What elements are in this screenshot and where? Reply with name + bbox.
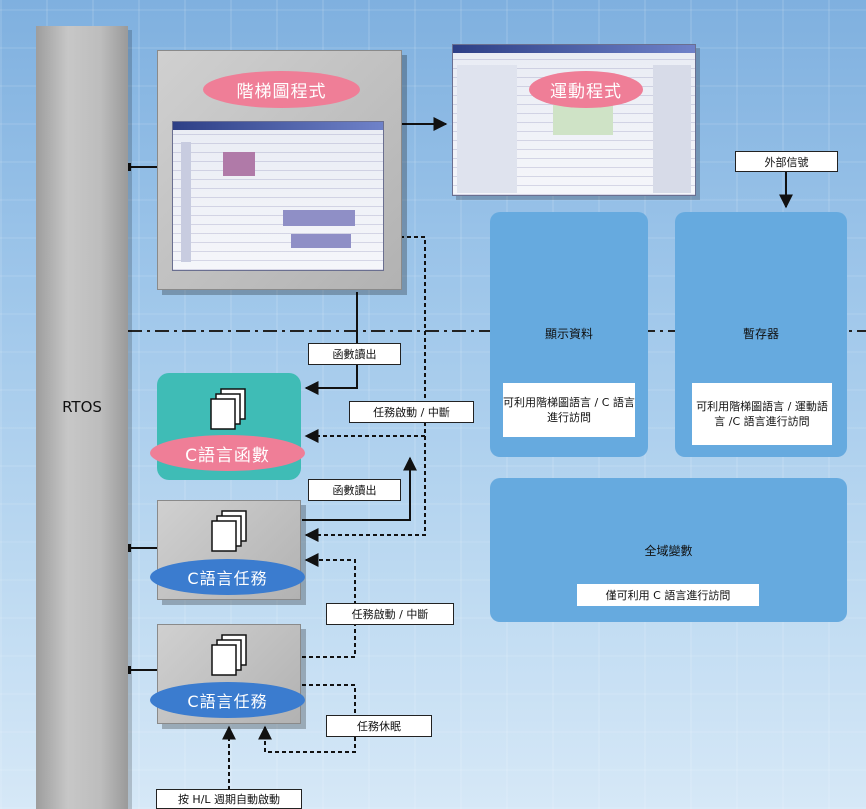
- motion-screen-thumbnail: [452, 44, 696, 196]
- register-title: 暫存器: [742, 327, 779, 341]
- display-data-title: 顯示資料: [544, 327, 593, 341]
- ladder-program-title: 階梯圖程式: [203, 71, 360, 108]
- func-call-label-2: 函數讀出: [308, 479, 401, 501]
- arrow-task-sleep: [258, 684, 356, 753]
- external-signal-label: 外部信號: [735, 151, 838, 172]
- rtos-bar: [36, 26, 128, 809]
- global-variables-note: 僅可利用 C 語言進行訪問: [577, 584, 759, 606]
- task-sleep-label: 任務休眠: [326, 715, 432, 737]
- register-panel: 暫存器 可利用階梯圖語言 / 運動語言 /C 語言進行訪問: [675, 212, 847, 457]
- c-task-1-title: C語言任務: [150, 559, 305, 595]
- task-start-label-2: 任務啟動 / 中斷: [326, 603, 454, 625]
- documents-icon: [208, 633, 252, 679]
- rtos-label: RTOS: [62, 398, 102, 416]
- c-function-title: C語言函數: [150, 435, 305, 471]
- arrow-func-call-1: [304, 292, 358, 395]
- register-note: 可利用階梯圖語言 / 運動語言 /C 語言進行訪問: [692, 383, 832, 445]
- global-variables-panel: 全域變數 僅可利用 C 語言進行訪問: [490, 478, 847, 622]
- auto-start-label: 按 H/L 週期自動啟動: [156, 789, 302, 809]
- task-start-label-1: 任務啟動 / 中斷: [349, 401, 474, 423]
- motion-program-title: 運動程式: [529, 71, 643, 108]
- global-variables-title: 全域變數: [644, 544, 693, 558]
- func-call-label-1: 函數讀出: [308, 343, 401, 365]
- documents-icon: [208, 509, 252, 555]
- arrow-func-call-2: [302, 456, 417, 521]
- ladder-screen-thumbnail: [172, 121, 384, 271]
- c-task-2-title: C語言任務: [150, 682, 305, 718]
- display-data-note: 可利用階梯圖語言 / C 語言進行訪問: [503, 383, 635, 437]
- display-data-panel: 顯示資料 可利用階梯圖語言 / C 語言進行訪問: [490, 212, 648, 457]
- arrow-task-start-ladder-to-task-1: [304, 436, 426, 542]
- arrow-task-start-1: [304, 236, 426, 443]
- documents-icon: [207, 387, 251, 433]
